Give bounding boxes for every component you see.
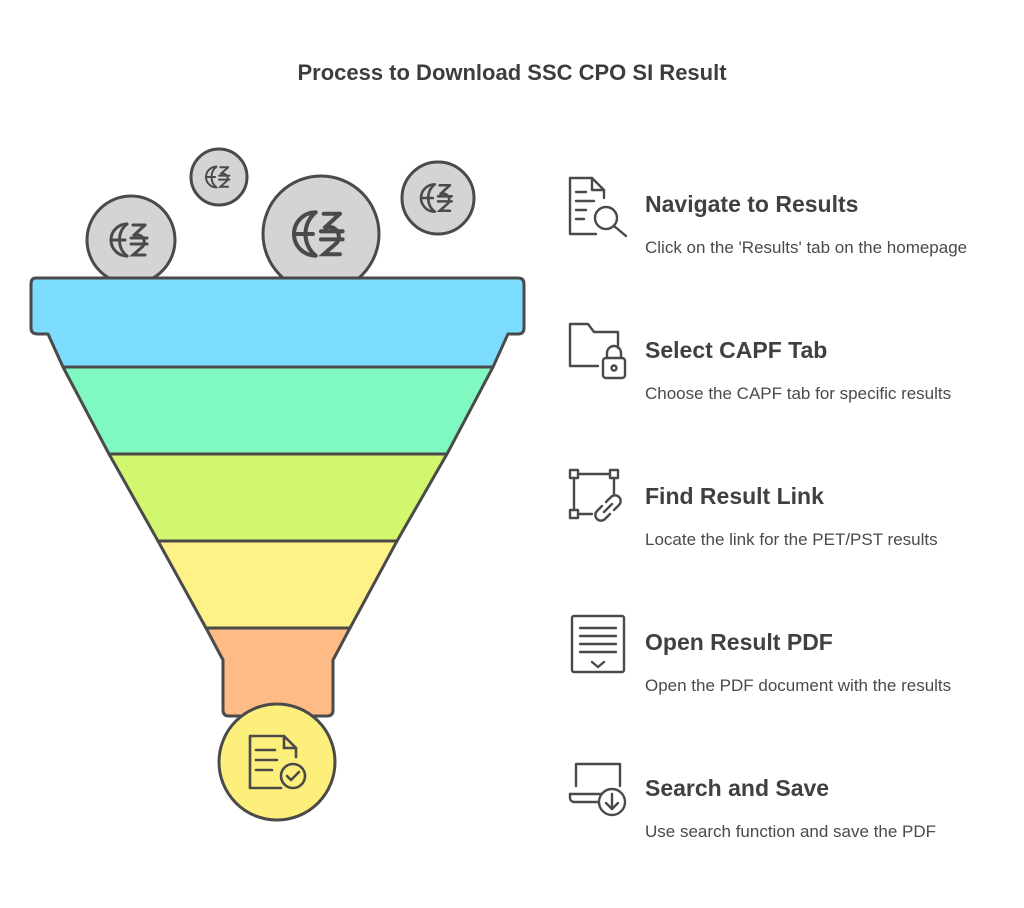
pdf-document-icon	[570, 614, 626, 674]
step-4: Open Result PDF Open the PDF document wi…	[566, 614, 1006, 714]
document-search-icon	[568, 176, 628, 238]
funnel-layer-3	[107, 452, 449, 543]
step-title: Search and Save	[645, 775, 830, 801]
currency-coin-icon	[261, 174, 381, 294]
step-description: Use search function and save the PDF	[645, 822, 937, 841]
link-frame-icon	[568, 468, 622, 522]
step-title: Open Result PDF	[645, 629, 833, 655]
laptop-download-icon	[568, 762, 627, 817]
funnel-layer-5	[204, 626, 352, 718]
step-title: Select CAPF Tab	[645, 337, 828, 363]
step-description: Locate the link for the PET/PST results	[645, 530, 938, 549]
folder-lock-icon	[568, 322, 627, 380]
funnel-layer-4	[156, 539, 399, 630]
step-2: Select CAPF Tab Choose the CAPF tab for …	[566, 322, 1006, 422]
step-3: Find Result Link Locate the link for the…	[566, 468, 1006, 568]
currency-coin-icon	[189, 147, 249, 207]
step-title: Navigate to Results	[645, 191, 859, 217]
output-circle	[217, 702, 337, 822]
step-1: Navigate to Results Click on the 'Result…	[566, 176, 1006, 276]
step-description: Choose the CAPF tab for specific results	[645, 384, 952, 403]
currency-coin-icon	[85, 194, 177, 286]
step-5: Search and Save Use search function and …	[566, 760, 1006, 860]
document-check-icon	[248, 734, 307, 790]
currency-coin-icon	[400, 160, 476, 236]
funnel-layer-2	[61, 365, 495, 456]
step-description: Open the PDF document with the results	[645, 676, 952, 695]
step-description: Click on the 'Results' tab on the homepa…	[645, 238, 968, 257]
diagram-title: Process to Download SSC CPO SI Result	[297, 60, 727, 85]
funnel-layer-1	[29, 276, 526, 369]
step-title: Find Result Link	[645, 483, 824, 509]
